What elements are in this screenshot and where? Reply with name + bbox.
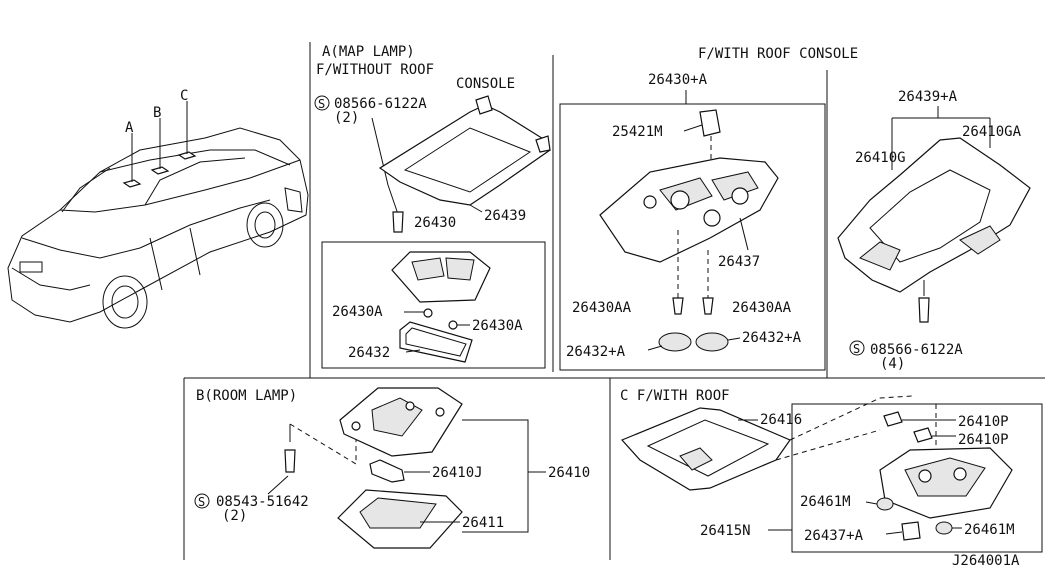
- svg-text:S: S: [318, 97, 325, 111]
- part-26411-label: 26411: [462, 515, 504, 531]
- part-26439-label: 26439: [484, 208, 526, 224]
- bulb-26430a-1: [423, 308, 433, 318]
- lamp-a-marker: [122, 179, 142, 188]
- part-26432a-label-2: 26432+A: [742, 330, 802, 346]
- lens-26432a-2: [695, 332, 729, 352]
- lens-26437a: [901, 521, 921, 541]
- map-lamp-housing: [391, 251, 491, 303]
- screw-right-qty: (4): [880, 356, 905, 372]
- bulb-26430aa-1: [672, 297, 684, 315]
- part-26410-label: 26410: [548, 465, 590, 481]
- switch-25421m: [699, 109, 721, 137]
- roof-lamp-housing: [879, 447, 1013, 519]
- room-lamp-lens: [337, 489, 463, 549]
- section-dividers: [183, 42, 1045, 560]
- lens-26432: [399, 321, 473, 363]
- screw-right-number: 08566-6122A: [870, 342, 963, 358]
- part-25421m-label: 25421M: [612, 124, 663, 140]
- section-b-title: B(ROOM LAMP): [196, 388, 297, 404]
- cap-26461m-2: [935, 521, 953, 535]
- part-26410p-label-2: 26410P: [958, 432, 1009, 448]
- part-26416-label: 26416: [760, 412, 802, 428]
- car-label-c: C: [180, 88, 188, 104]
- diagram-code: J264001A: [952, 553, 1020, 569]
- svg-text:S: S: [853, 342, 860, 356]
- part-26432a-label-1: 26432+A: [566, 344, 626, 360]
- bracket-26416: [620, 407, 791, 491]
- bulb-26430a-2: [448, 320, 458, 330]
- car-label-a: A: [125, 120, 134, 136]
- bulb-26410p-2: [913, 427, 933, 443]
- section-c-title: C F/WITH ROOF: [620, 388, 730, 404]
- section-f-title: F/WITH ROOF CONSOLE: [698, 46, 858, 62]
- part-26410ga-label: 26410GA: [962, 124, 1022, 140]
- screw-a-qty: (2): [334, 110, 359, 126]
- console-housing: [599, 109, 779, 263]
- screw-a: [392, 211, 404, 233]
- part-26439-plus-a-label: 26439+A: [898, 89, 958, 105]
- bulb-26410j: [369, 459, 405, 483]
- cap-26461m-1: [876, 497, 894, 511]
- screw-b-number: 08543-51642: [216, 494, 309, 510]
- bracket-26439a: [837, 137, 1031, 293]
- screw-a-number: 08566-6122A: [334, 96, 427, 112]
- bulb-26410p-1: [883, 411, 903, 427]
- part-26461m-label-2: 26461M: [964, 522, 1015, 538]
- car-illustration: [7, 101, 309, 329]
- part-26437-label: 26437: [718, 254, 760, 270]
- screw-b-qty: (2): [222, 508, 247, 524]
- roof-console-box: [559, 103, 826, 371]
- section-a-subtitle: F/WITHOUT ROOF: [316, 62, 434, 78]
- part-26430aa-label-2: 26430AA: [732, 300, 792, 316]
- part-26461m-label-1: 26461M: [800, 494, 851, 510]
- screw-b: [284, 449, 296, 473]
- part-26430aa-label-1: 26430AA: [572, 300, 632, 316]
- roof-lamp-box: [791, 403, 1043, 553]
- screw-symbol-b: S: [194, 493, 210, 509]
- lamp-c-marker: [177, 151, 197, 160]
- part-26430-label: 26430: [414, 215, 456, 231]
- lamp-b-marker: [150, 166, 170, 175]
- lens-26432a-1: [658, 332, 692, 352]
- part-26430-plus-a-label: 26430+A: [648, 72, 708, 88]
- map-lamp-box: [321, 241, 546, 369]
- section-a-title: A(MAP LAMP): [322, 44, 415, 60]
- part-26415n-label: 26415N: [700, 523, 751, 539]
- svg-text:S: S: [198, 495, 205, 509]
- part-26437a-label: 26437+A: [804, 528, 864, 544]
- car-label-b: B: [153, 105, 161, 121]
- screw-symbol-a: S: [314, 95, 330, 111]
- part-26410p-label-1: 26410P: [958, 414, 1009, 430]
- section-a-subtitle-2: CONSOLE: [456, 76, 515, 92]
- part-26410j-label: 26410J: [432, 465, 483, 481]
- part-26432-label: 26432: [348, 345, 390, 361]
- screw-right: [918, 297, 930, 323]
- part-26430a-label-1: 26430A: [332, 304, 383, 320]
- part-26430a-label-2: 26430A: [472, 318, 523, 334]
- part-26410g-label: 26410G: [855, 150, 906, 166]
- screw-symbol-right: S: [849, 340, 865, 356]
- bracket-26439: [378, 95, 551, 206]
- room-lamp-housing: [339, 387, 463, 457]
- bulb-26430aa-2: [702, 297, 714, 315]
